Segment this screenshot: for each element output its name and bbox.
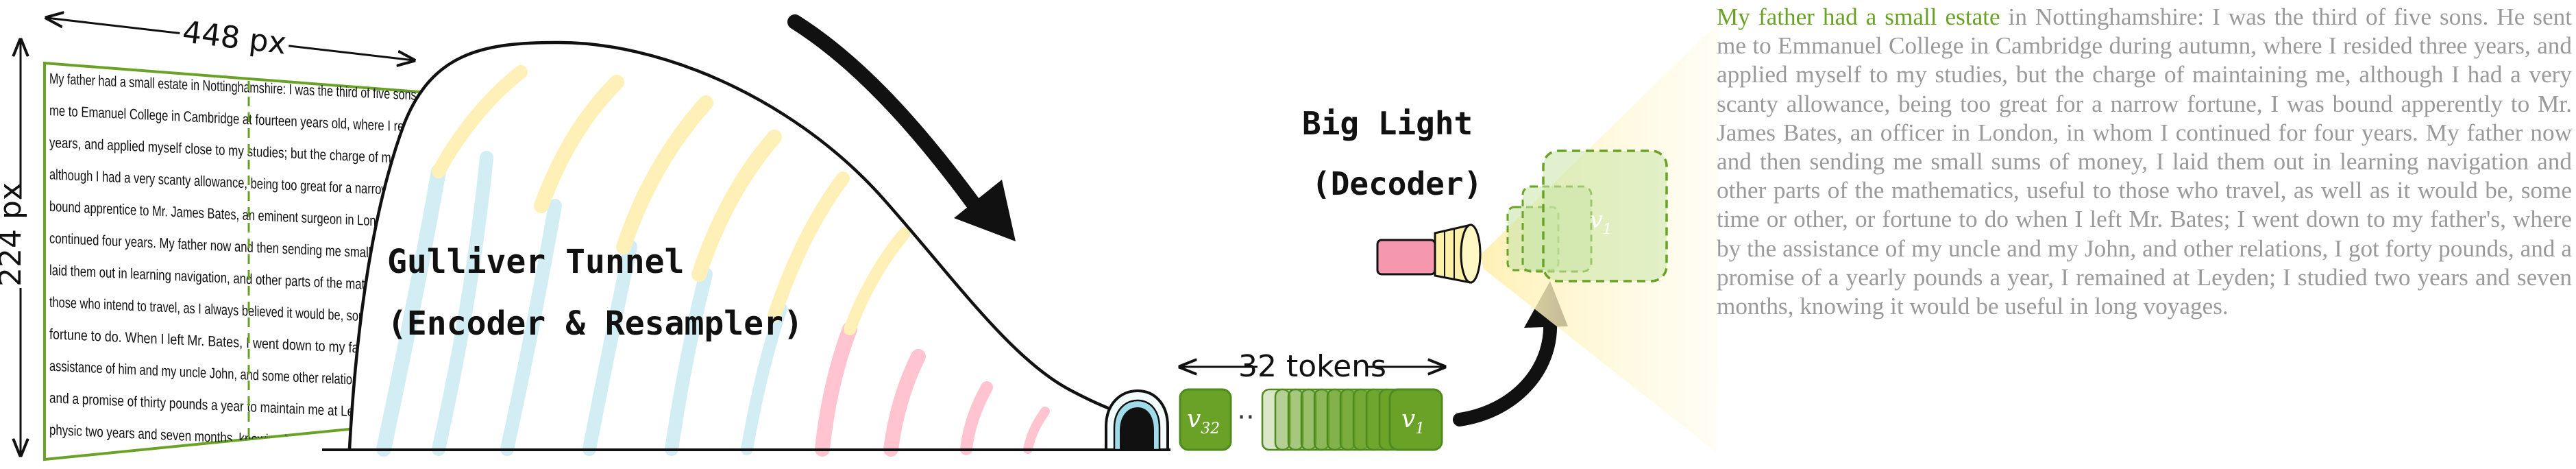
height-dimension: 224 px <box>0 40 38 455</box>
height-label: 224 px <box>0 182 28 287</box>
width-dimension: 448 px <box>47 12 414 65</box>
tunnel-stripe <box>768 171 850 322</box>
token-count-label: 32 tokens <box>1238 349 1386 384</box>
tunnel-stripe <box>1023 407 1050 454</box>
decoder-title: Big Light <box>1302 105 1473 142</box>
svg-text:v1: v1 <box>1401 405 1425 437</box>
tunnel-stripe <box>883 349 926 457</box>
tunnel-stripe <box>691 130 782 282</box>
svg-text:v32: v32 <box>1187 405 1220 437</box>
tunnel-title: Gulliver Tunnel <box>387 243 684 281</box>
token-v1: v1 <box>1388 388 1443 451</box>
tunnel-stripe <box>534 75 624 213</box>
token-v32-sub: 32 <box>1201 420 1220 437</box>
decoder: Big Light (Decoder) v1 <box>1302 21 1720 453</box>
token-ellipsis: ·· <box>1237 402 1254 433</box>
tunnel-stripe <box>432 65 528 178</box>
token-sequence: 32 tokens v32 ·· v1 <box>1179 346 1445 451</box>
decoded-text: My father had a small estate in Nottingh… <box>1717 3 2572 321</box>
flashlight-icon <box>1376 224 1482 284</box>
token-v1-sub: 1 <box>1415 420 1425 437</box>
tunnel-stripe <box>582 240 637 456</box>
token-v1-label: v <box>1401 405 1415 433</box>
tunnel-subtitle: (Encoder & Resampler) <box>387 304 803 343</box>
tunnel-stripe <box>815 322 857 457</box>
tunnel-stripe <box>960 381 993 455</box>
token-v32: v32 <box>1179 388 1232 451</box>
decoder-subtitle: (Decoder) <box>1312 165 1482 202</box>
tunnel-stripe <box>741 302 787 455</box>
decoded-token-sub: 1 <box>1603 221 1612 237</box>
tunnel-stripe <box>616 95 713 254</box>
gulliver-tunnel: Gulliver Tunnel (Encoder & Resampler) <box>322 40 1170 457</box>
svg-text:v1: v1 <box>1590 206 1612 237</box>
decoded-text-lead: My father had a small estate <box>1717 3 2000 30</box>
decoded-text-rest: in Nottinghamshire: I was the third of f… <box>1717 3 2572 320</box>
decoded-token: v1 <box>1506 149 1668 282</box>
tunnel-stripe <box>500 199 562 456</box>
decoded-token-label: v <box>1590 206 1603 234</box>
tunnel-stripes <box>376 65 1050 457</box>
tunnel-entrance <box>1105 389 1169 451</box>
token-stack <box>1261 388 1408 451</box>
tunnel-stripe <box>432 151 493 456</box>
token-v32-label: v <box>1187 405 1201 433</box>
tunnel-stripe <box>844 227 911 335</box>
tunnel-stripe <box>376 164 446 457</box>
encode-arrow <box>787 14 1016 241</box>
tunnel-stripe <box>665 267 713 456</box>
